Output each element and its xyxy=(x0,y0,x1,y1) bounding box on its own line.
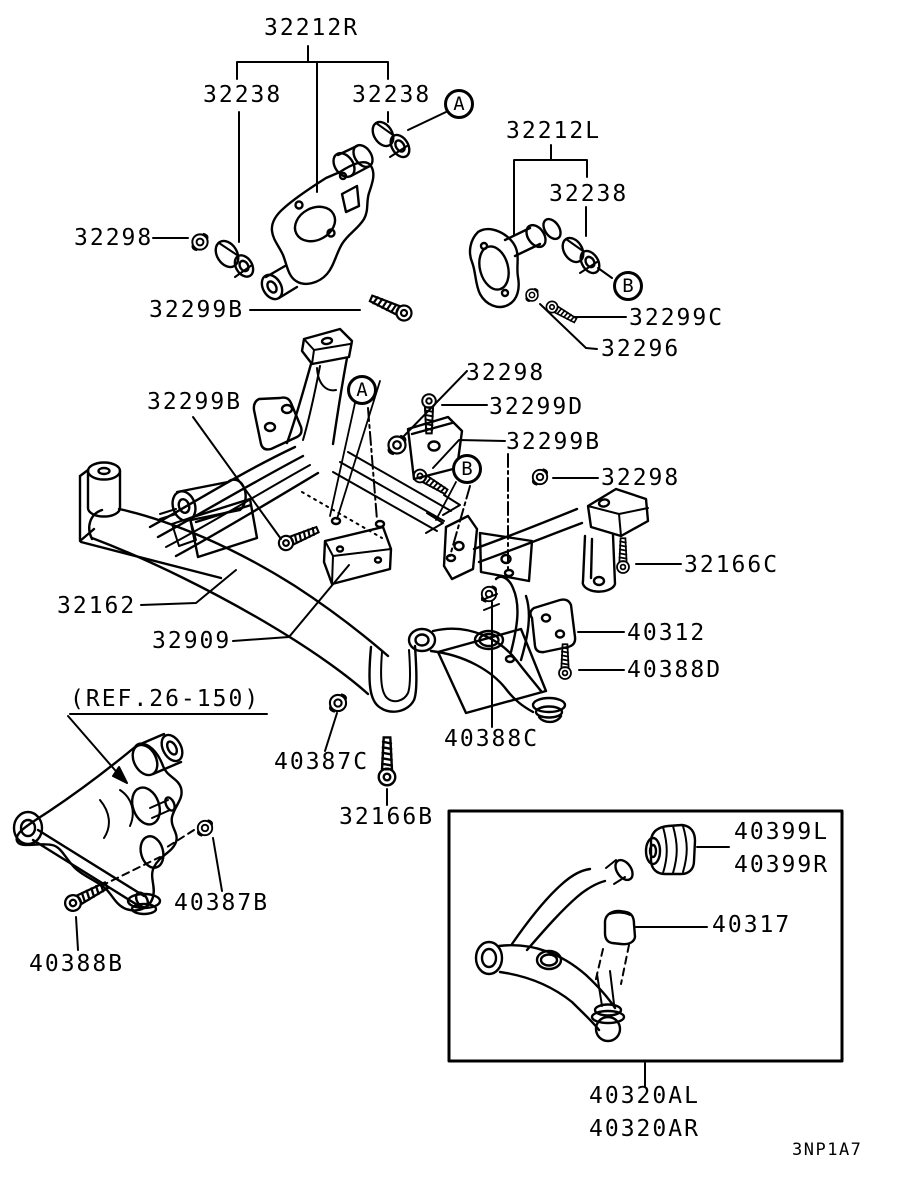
callout-32909: 32909 xyxy=(152,628,232,654)
callout-32299D: 32299D xyxy=(489,394,585,420)
callout-40320AR: 40320AR xyxy=(589,1116,700,1142)
callout-40312: 40312 xyxy=(627,620,707,646)
callout-32298-1: 32298 xyxy=(74,225,154,251)
nut-40387B xyxy=(196,819,214,837)
callout-32238-2: 32238 xyxy=(352,82,432,108)
callout-32299B-3: 32299B xyxy=(506,429,602,455)
callout-32162: 32162 xyxy=(57,593,137,619)
callout-32238-3: 32238 xyxy=(549,181,629,207)
callout-32299B-2: 32299B xyxy=(147,389,243,415)
bolt-32166B xyxy=(377,736,397,787)
callout-40388D: 40388D xyxy=(627,657,723,683)
callout-32166B: 32166B xyxy=(339,804,435,830)
leader-lines xyxy=(67,45,730,1087)
callout-40399L: 40399L xyxy=(734,819,830,845)
bolt-32166C xyxy=(616,537,630,574)
knuckle-ref-drawing xyxy=(12,732,184,916)
view-marker-b-top: B xyxy=(613,271,643,301)
callout-32238-1: 32238 xyxy=(203,82,283,108)
callout-32298-2: 32298 xyxy=(466,360,546,386)
crossmember-drawing xyxy=(78,327,650,724)
nut-40388C-stud xyxy=(480,585,498,603)
callout-40399R: 40399R xyxy=(734,852,830,878)
bolt-32299B-top xyxy=(366,290,416,325)
callout-40317: 40317 xyxy=(712,912,792,938)
nut-32298-mid xyxy=(387,434,407,456)
callout-32166C: 32166C xyxy=(684,552,780,578)
nut-32296 xyxy=(525,287,539,303)
nut-32298-arm-r xyxy=(191,232,209,252)
callout-32299B-1: 32299B xyxy=(149,297,245,323)
figure-code: 3NP1A7 xyxy=(792,1140,863,1160)
callout-32212L: 32212L xyxy=(506,118,602,144)
callout-32296: 32296 xyxy=(601,336,681,362)
callout-32212R: 32212R xyxy=(264,15,360,41)
view-marker-b-mid: B xyxy=(452,454,482,484)
nut-40387C xyxy=(328,693,348,713)
bolt-32299C xyxy=(543,298,580,327)
callout-40320AL: 40320AL xyxy=(589,1083,700,1109)
callout-40388C: 40388C xyxy=(444,726,540,752)
view-marker-a-mid: A xyxy=(347,375,377,405)
callout-32299C: 32299C xyxy=(629,305,725,331)
callout-40387B: 40387B xyxy=(174,890,270,916)
lower-arm-inset-drawing xyxy=(447,809,844,1063)
upper-arm-right-drawing xyxy=(214,120,411,301)
callout-ref-note: (REF.26-150) xyxy=(70,686,261,712)
nut-32298-right xyxy=(531,468,549,486)
bolt-32299B-left xyxy=(275,522,322,554)
callout-40388B: 40388B xyxy=(29,951,125,977)
upper-arm-left-drawing xyxy=(468,217,601,309)
view-marker-a-top: A xyxy=(444,89,474,119)
callout-32298-3: 32298 xyxy=(601,465,681,491)
callout-40387C: 40387C xyxy=(274,749,370,775)
bolt-40388B xyxy=(61,877,112,915)
inset-box-border xyxy=(447,809,844,1063)
